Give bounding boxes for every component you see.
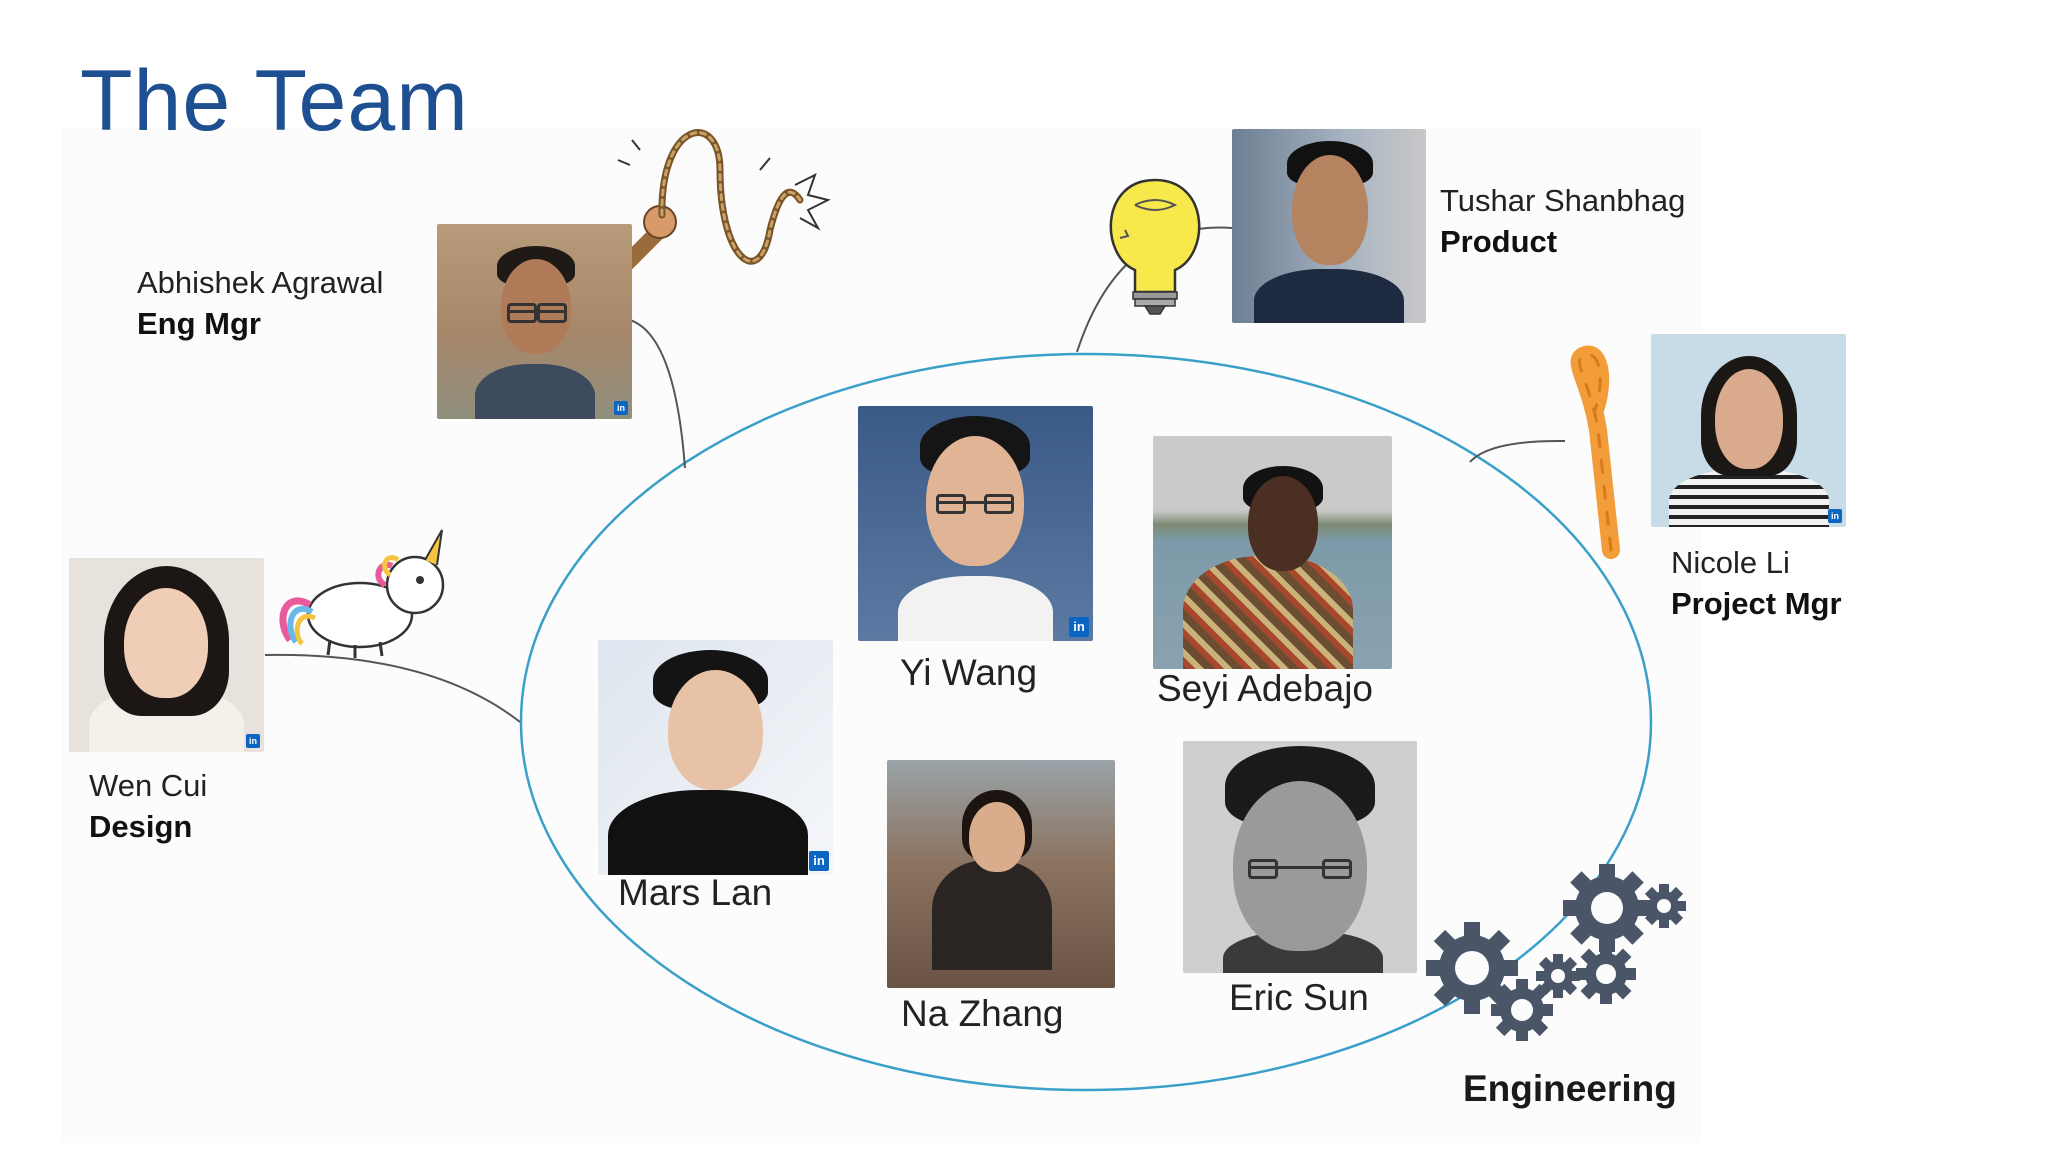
member-name-wen: Wen Cui — [89, 768, 208, 803]
connector-nicole — [1469, 439, 1566, 463]
linkedin-badge[interactable]: in — [614, 401, 628, 415]
photo-mars-lan: in — [598, 640, 833, 875]
photo-abhishek-agrawal: in — [437, 224, 632, 419]
linkedin-badge[interactable]: in — [809, 851, 829, 871]
photo-seyi-adebajo — [1153, 436, 1392, 669]
linkedin-badge[interactable]: in — [1069, 617, 1089, 637]
photo-nicole-li: in — [1651, 334, 1846, 527]
candy-cane-icon — [1570, 345, 1620, 559]
member-name-mars: Mars Lan — [618, 872, 773, 913]
photo-eric-sun — [1183, 741, 1417, 973]
photo-yi-wang: in — [858, 406, 1093, 641]
member-role-abhishek: Eng Mgr — [137, 306, 261, 341]
connector-wen — [264, 653, 521, 723]
linkedin-badge[interactable]: in — [246, 734, 260, 748]
member-name-nicole: Nicole Li — [1671, 545, 1790, 580]
connector-abhishek — [629, 319, 686, 469]
photo-na-zhang — [887, 760, 1115, 988]
member-role-tushar: Product — [1440, 224, 1558, 259]
slide-title: The Team — [80, 53, 469, 149]
member-role-nicole: Project Mgr — [1671, 586, 1842, 621]
member-name-tushar: Tushar Shanbhag — [1440, 183, 1686, 218]
member-name-yi: Yi Wang — [900, 652, 1038, 693]
linkedin-badge[interactable]: in — [1828, 509, 1842, 523]
photo-tushar-shanbhag — [1232, 129, 1426, 323]
engineering-ellipse — [519, 352, 1653, 1092]
member-name-na: Na Zhang — [901, 993, 1064, 1034]
member-name-abhishek: Abhishek Agrawal — [137, 265, 384, 300]
member-role-wen: Design — [89, 809, 193, 844]
lightbulb-icon — [1109, 178, 1201, 315]
member-name-seyi: Seyi Adebajo — [1157, 668, 1374, 709]
photo-wen-cui: in — [69, 558, 264, 752]
engineering-label: Engineering — [1463, 1068, 1677, 1109]
member-name-eric: Eric Sun — [1229, 977, 1369, 1018]
gears-icon — [1426, 864, 1686, 1041]
whip-icon — [612, 129, 831, 278]
unicorn-icon — [279, 529, 445, 658]
